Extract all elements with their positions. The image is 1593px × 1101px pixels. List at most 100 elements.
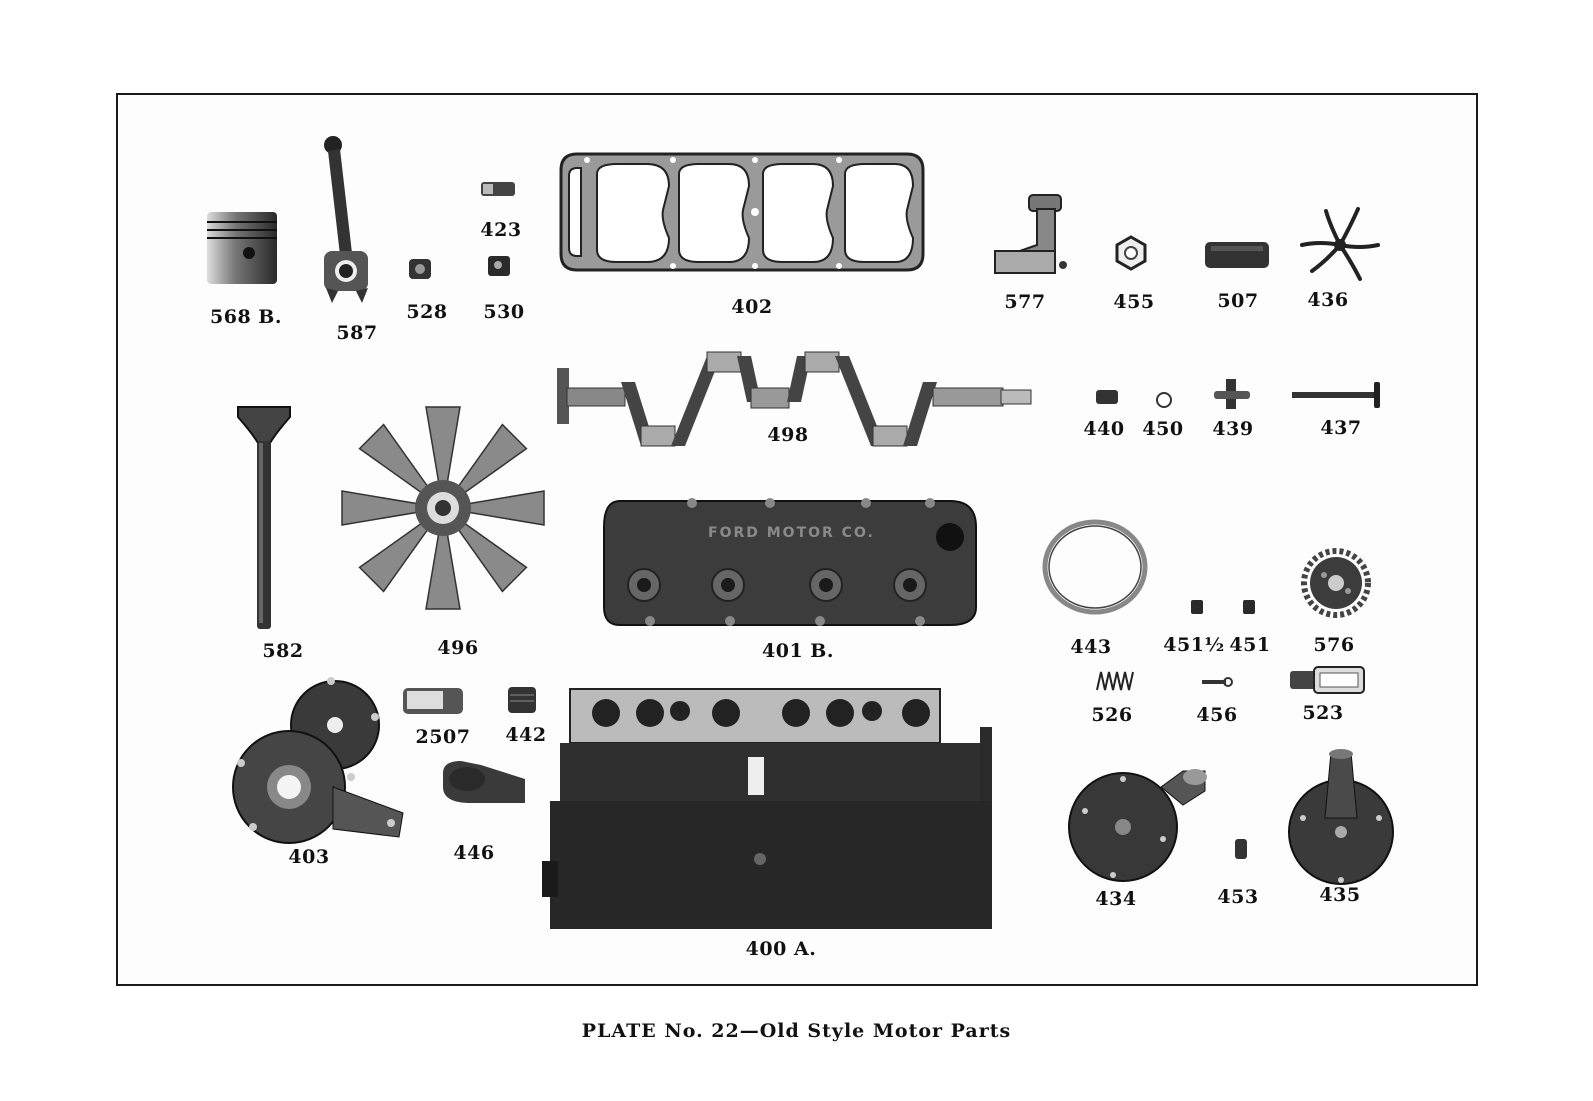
gasket-ring-illustration xyxy=(1040,517,1150,617)
part-label-587: 587 xyxy=(336,322,378,344)
part-label-402: 402 xyxy=(731,296,773,318)
valve-illustration xyxy=(236,403,292,633)
gasket-icon xyxy=(559,152,925,272)
fitting-icon xyxy=(1290,666,1365,694)
washer-illustration xyxy=(1155,391,1173,409)
water-inlet-illustration xyxy=(437,759,527,819)
stud-icon xyxy=(1235,839,1247,859)
part-label-453: 453 xyxy=(1217,886,1259,908)
piston-icon xyxy=(207,212,277,284)
part-label-400a: 400 A. xyxy=(745,938,817,960)
pump-cover-illustration xyxy=(1283,748,1399,888)
sleeve-icon xyxy=(403,688,463,714)
pump-icon xyxy=(1068,769,1207,882)
part-label-442: 442 xyxy=(505,724,547,746)
part-label-568b: 568 B. xyxy=(210,306,282,328)
connecting-rod-illustration xyxy=(318,133,378,308)
valve-icon xyxy=(237,406,291,629)
part-label-451: 451 xyxy=(1229,634,1271,656)
part-label-440: 440 xyxy=(1083,418,1125,440)
part-label-401b: 401 B. xyxy=(762,640,834,662)
sleeve-illustration xyxy=(1205,240,1271,270)
timing-cover-icon xyxy=(232,677,404,844)
nut-icon xyxy=(488,256,510,276)
ring-icon xyxy=(1042,519,1148,615)
piston-illustration xyxy=(203,208,283,288)
part-label-526: 526 xyxy=(1091,704,1133,726)
pin-illustration xyxy=(1200,675,1234,689)
part-label-582: 582 xyxy=(262,640,304,662)
spring-icon xyxy=(1096,671,1134,691)
connecting-rod-icon xyxy=(324,136,368,303)
water-pump-illustration xyxy=(1065,765,1225,885)
pump-cover-icon xyxy=(1288,749,1394,885)
part-label-530: 530 xyxy=(483,301,525,323)
plug-half-illustration xyxy=(1188,598,1206,616)
part-label-437: 437 xyxy=(1320,417,1362,439)
plug-icon xyxy=(1191,600,1203,614)
part-label-528: 528 xyxy=(406,301,448,323)
part-label-436: 436 xyxy=(1307,289,1349,311)
cylinder-head-illustration: FORD MOTOR CO. xyxy=(600,495,980,630)
pin-icon xyxy=(1202,677,1233,687)
part-label-443: 443 xyxy=(1070,636,1112,658)
part-label-523: 523 xyxy=(1302,702,1344,724)
valve-key-illustration xyxy=(1212,377,1252,413)
crankshaft-icon xyxy=(557,351,1032,447)
part-label-498: 498 xyxy=(767,424,809,446)
push-rod-icon xyxy=(1292,382,1380,408)
bushing-icon xyxy=(508,687,536,713)
part-label-451half: 451½ xyxy=(1163,634,1225,656)
bushing-illustration xyxy=(481,180,517,198)
valve-key-icon xyxy=(1214,379,1250,409)
part-label-434: 434 xyxy=(1095,888,1137,910)
stud-illustration xyxy=(1232,837,1250,863)
part-label-577: 577 xyxy=(1004,291,1046,313)
part-label-455: 455 xyxy=(1113,291,1155,313)
part-label-446: 446 xyxy=(453,842,495,864)
part-label-439: 439 xyxy=(1212,418,1254,440)
plug-icon xyxy=(1243,600,1255,614)
fan-icon xyxy=(341,406,545,610)
sleeve-large-illustration xyxy=(403,686,465,716)
timing-cover-illustration xyxy=(223,677,408,847)
crankshaft-illustration xyxy=(555,351,1055,462)
cylinder-block-icon xyxy=(542,688,992,929)
cylinder-block-illustration xyxy=(540,683,1002,933)
inlet-pipe-icon xyxy=(443,761,525,803)
washer-icon xyxy=(1156,392,1172,408)
part-label-456: 456 xyxy=(1196,704,1238,726)
fan-spider-illustration xyxy=(1300,205,1380,285)
fan-spider-icon xyxy=(1300,207,1380,281)
part-label-423: 423 xyxy=(480,219,522,241)
casting-text: FORD MOTOR CO. xyxy=(708,525,875,541)
elbow-pipe-icon xyxy=(994,194,1067,274)
cylinder-head-icon xyxy=(603,498,977,626)
pipe-fitting-illustration xyxy=(1288,665,1368,695)
fan-illustration xyxy=(338,403,548,613)
nut-icon xyxy=(409,259,431,279)
plug-illustration xyxy=(1240,598,1258,616)
gear-illustration xyxy=(1301,548,1371,618)
part-label-576: 576 xyxy=(1313,634,1355,656)
spring-illustration xyxy=(1095,670,1135,692)
bushing-icon xyxy=(1096,390,1118,404)
hex-nut-illustration xyxy=(1113,235,1149,271)
plate-caption: PLATE No. 22—Old Style Motor Parts xyxy=(581,1020,1012,1042)
hex-nut-icon xyxy=(1115,235,1147,271)
bushing-small-illustration xyxy=(1095,389,1119,405)
part-label-2507: 2507 xyxy=(415,726,471,748)
castle-nut-illustration xyxy=(407,256,433,282)
part-label-435: 435 xyxy=(1319,884,1361,906)
part-label-496: 496 xyxy=(437,637,479,659)
head-gasket-illustration xyxy=(557,146,927,278)
sleeve-icon xyxy=(1205,242,1269,268)
part-label-403: 403 xyxy=(288,846,330,868)
part-label-507: 507 xyxy=(1217,290,1259,312)
bushing-icon xyxy=(481,182,515,196)
nut-illustration xyxy=(486,253,512,279)
push-rod-illustration xyxy=(1290,380,1385,410)
gear-icon xyxy=(1301,548,1371,618)
threaded-bushing-illustration xyxy=(506,685,538,715)
part-label-450: 450 xyxy=(1142,418,1184,440)
